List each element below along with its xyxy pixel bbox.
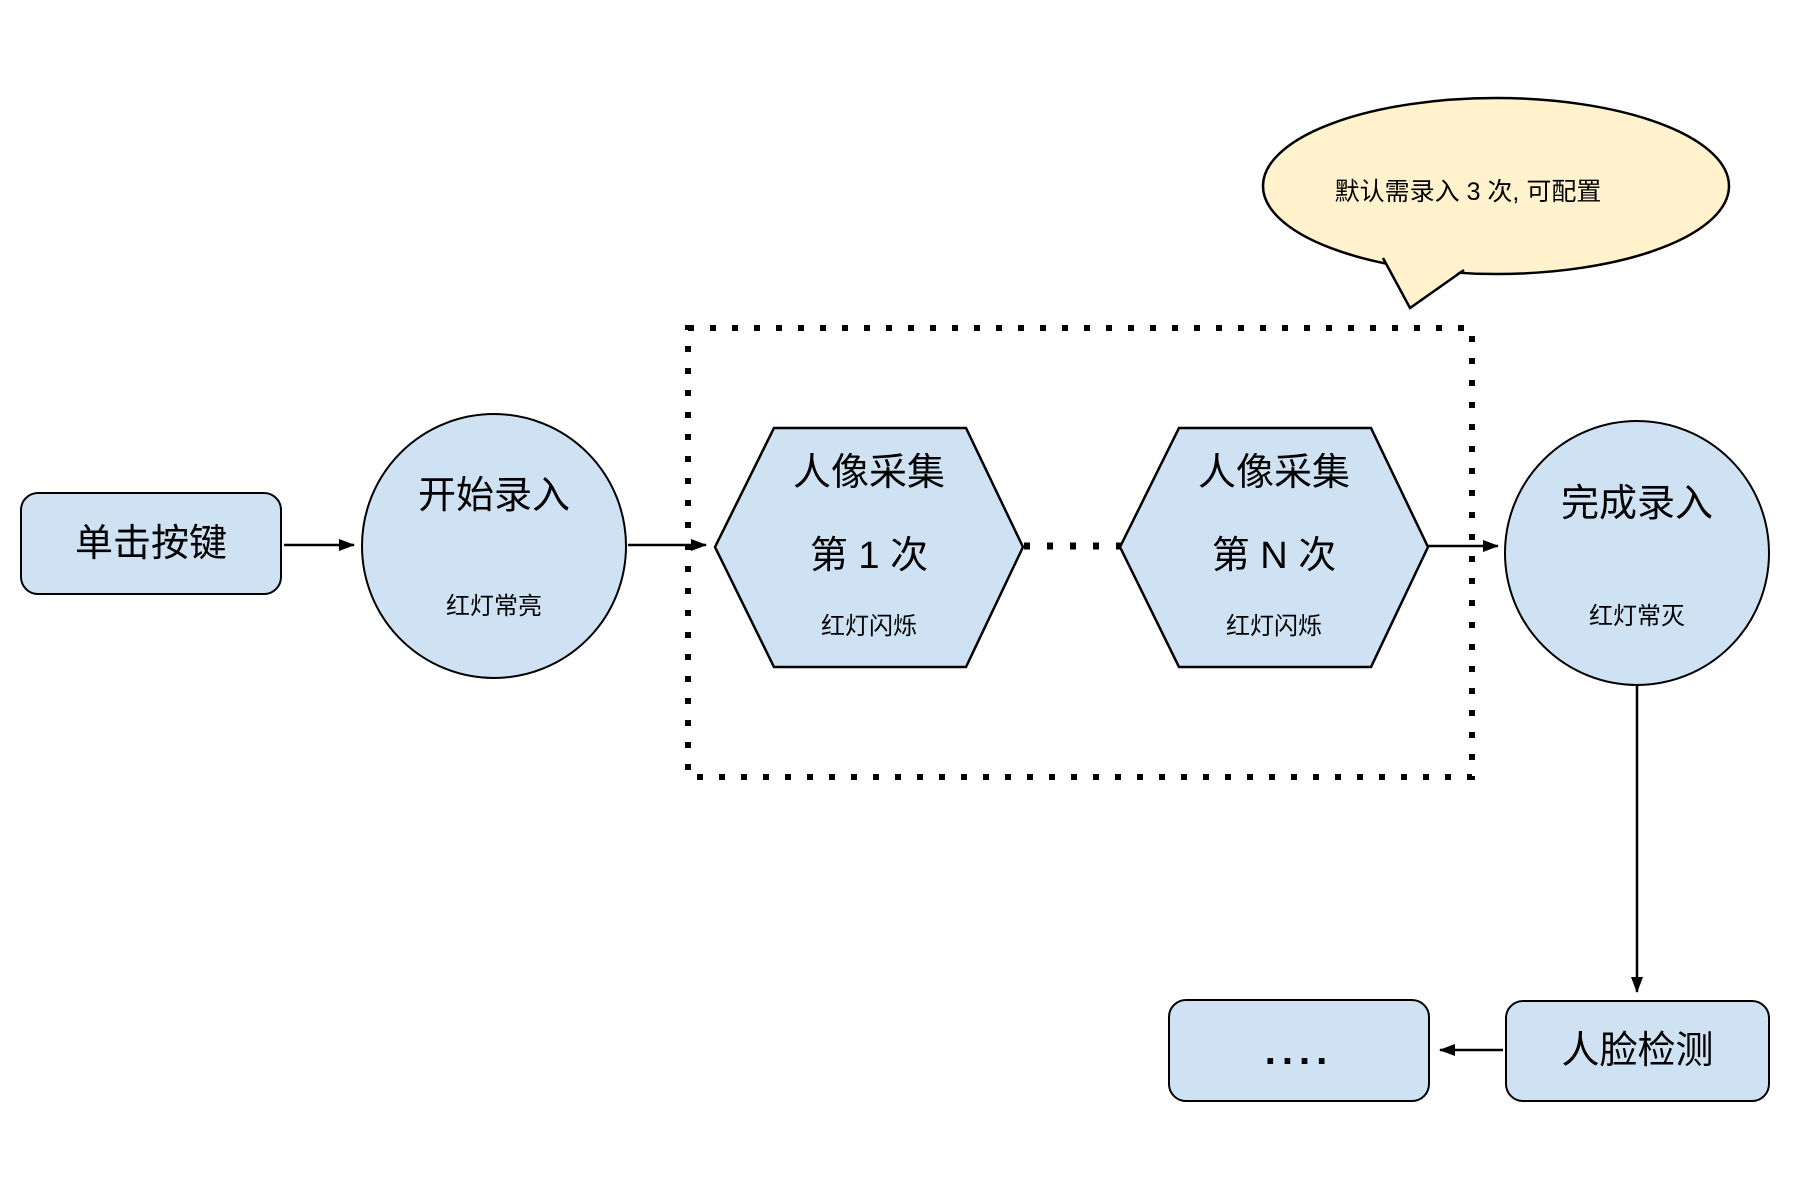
click-button-label: 单击按键 xyxy=(74,522,227,565)
capture-first-status: 红灯闪烁 xyxy=(821,613,917,640)
capture-nth-line2: 第 N 次 xyxy=(1211,535,1337,577)
finish-record-status: 红灯常灭 xyxy=(1589,603,1685,630)
callout-text: 默认需录入 3 次, 可配置 xyxy=(1334,178,1602,206)
click-button-node: 单击按键 xyxy=(20,492,282,595)
capture-nth-line1: 人像采集 xyxy=(1197,452,1350,494)
start-record-node: 开始录入 红灯常亮 xyxy=(361,413,627,679)
finish-record-label: 完成录入 xyxy=(1560,483,1713,525)
finish-record-node: 完成录入 红灯常灭 xyxy=(1504,420,1770,686)
capture-first-hexagon xyxy=(713,426,1025,669)
capture-nth-text: 人像采集 第 N 次 红灯闪烁 xyxy=(1120,428,1428,667)
capture-first-line1: 人像采集 xyxy=(792,452,945,494)
capture-first-text: 人像采集 第 1 次 红灯闪烁 xyxy=(715,428,1023,667)
continuation-node: .... xyxy=(1168,999,1430,1102)
capture-nth-status: 红灯闪烁 xyxy=(1226,613,1322,640)
continuation-label: .... xyxy=(1264,1028,1334,1073)
callout-bubble xyxy=(1261,96,1731,276)
callout-tail-outline xyxy=(1381,257,1465,310)
start-record-status: 红灯常亮 xyxy=(446,593,542,620)
face-detection-node: 人脸检测 xyxy=(1505,1000,1770,1102)
start-record-label: 开始录入 xyxy=(417,475,570,517)
face-detection-label: 人脸检测 xyxy=(1561,1030,1714,1072)
capture-first-line2: 第 1 次 xyxy=(809,535,929,577)
